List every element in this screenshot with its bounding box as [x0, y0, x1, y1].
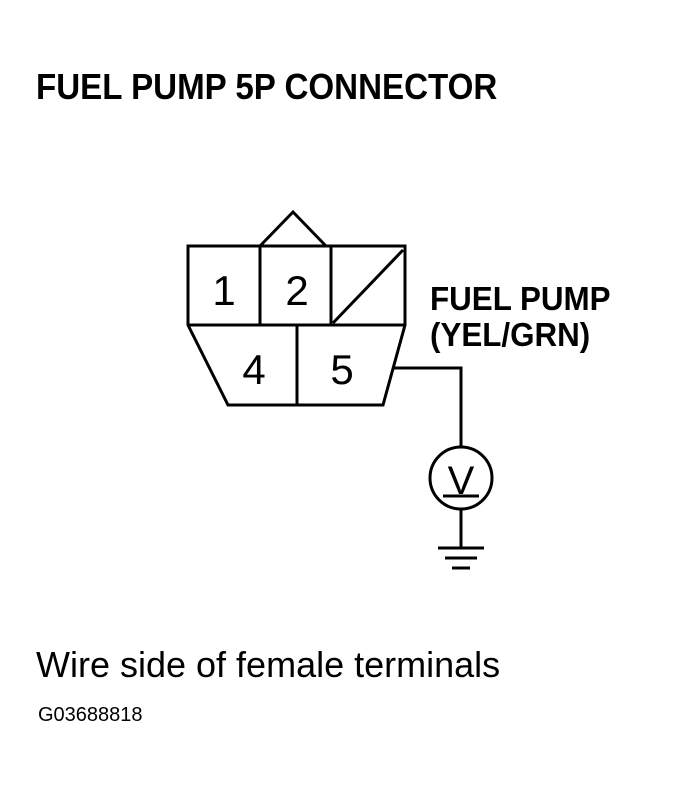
figure-code: G03688818 — [38, 704, 143, 726]
diagram-caption: Wire side of female terminals — [36, 644, 501, 685]
wire-color-label: (YEL/GRN) — [430, 316, 591, 353]
diagram-title: FUEL PUMP 5P CONNECTOR — [36, 66, 498, 107]
fuel-pump-label: FUEL PUMP — [430, 280, 611, 317]
pin-2: 2 — [285, 267, 308, 314]
connector-latch — [258, 209, 328, 248]
pin-1: 1 — [212, 267, 235, 314]
probe-wire — [392, 366, 463, 447]
pin-4: 4 — [242, 346, 265, 393]
pin-5: 5 — [330, 346, 353, 393]
empty-cavity-slash — [331, 248, 405, 325]
